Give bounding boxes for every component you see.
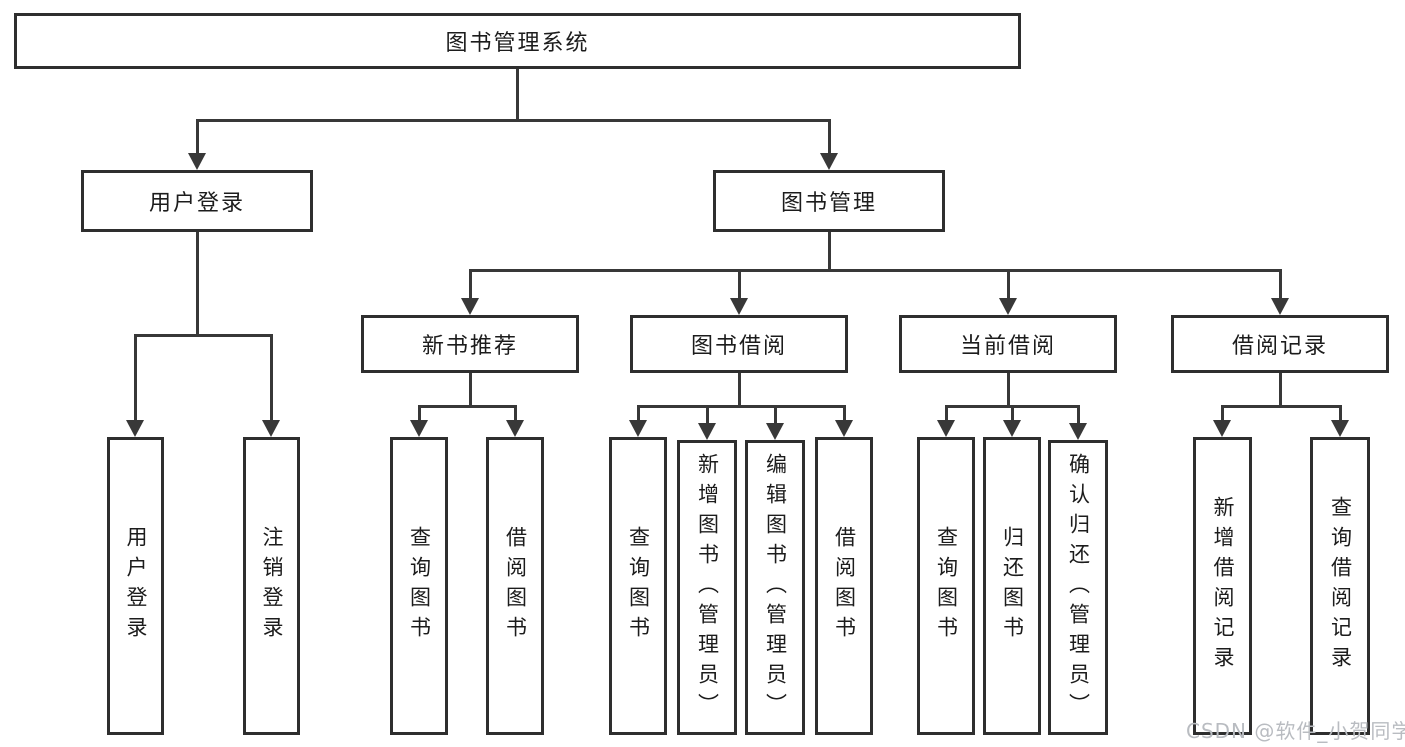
connector-borrow-records-stem (1279, 373, 1282, 406)
arrow-down-icon (629, 420, 647, 437)
leaf-query-books-current: 查询图书 (917, 437, 975, 735)
connector-current-borrow-stem (1007, 373, 1010, 406)
node-book-management: 图书管理 (713, 170, 945, 232)
arrow-down-icon (410, 420, 428, 437)
leaf-add-book-admin: 新增图书（管理员） (677, 440, 737, 735)
connector-new-book-stem (469, 373, 472, 406)
arrow-down-icon (126, 420, 144, 437)
connector-leaf-stem (1339, 405, 1342, 421)
leaf-logout: 注销登录 (243, 437, 300, 735)
connector-to-book-management (828, 119, 831, 155)
connector-leaf-stem (637, 405, 640, 421)
arrow-down-icon (1069, 423, 1087, 440)
connector-to-leaf-logout (270, 334, 273, 421)
connector-borrow-records-bar (1221, 405, 1341, 408)
arrow-down-icon (188, 153, 206, 170)
connector-to-book-borrow (738, 269, 741, 300)
connector-user-login-stem (196, 232, 199, 335)
connector-leaf-stem (514, 405, 517, 421)
connector-new-book-bar (419, 405, 516, 408)
connector-leaf-stem (945, 405, 948, 421)
node-borrow-records: 借阅记录 (1171, 315, 1389, 373)
connector-book-borrow-stem (738, 373, 741, 406)
node-new-book-recommend: 新书推荐 (361, 315, 579, 373)
connector-leaf-stem (706, 405, 709, 424)
connector-book-mgmt-bar (469, 269, 1282, 272)
connector-leaf-stem (1221, 405, 1224, 421)
arrow-down-icon (730, 298, 748, 315)
arrow-down-icon (1331, 420, 1349, 437)
connector-to-current-borrow (1007, 269, 1010, 300)
arrow-down-icon (820, 153, 838, 170)
arrow-down-icon (1213, 420, 1231, 437)
leaf-query-borrow-record: 查询借阅记录 (1310, 437, 1370, 735)
leaf-user-login: 用户登录 (107, 437, 164, 735)
connector-leaf-stem (774, 405, 777, 424)
arrow-down-icon (698, 423, 716, 440)
arrow-down-icon (461, 298, 479, 315)
connector-leaf-stem (418, 405, 421, 421)
arrow-down-icon (766, 423, 784, 440)
csdn-watermark: CSDN @软件_小贺同学 (1186, 719, 1405, 743)
connector-user-login-bar (134, 334, 273, 337)
leaf-edit-book-admin: 编辑图书（管理员） (745, 440, 805, 735)
node-book-borrowing: 图书借阅 (630, 315, 848, 373)
connector-leaf-stem (1077, 405, 1080, 424)
arrow-down-icon (1003, 420, 1021, 437)
leaf-borrow-books-recommend: 借阅图书 (486, 437, 544, 735)
leaf-add-borrow-record: 新增借阅记录 (1193, 437, 1252, 735)
leaf-query-books-recommend: 查询图书 (390, 437, 448, 735)
leaf-borrow-books-borrowing: 借阅图书 (815, 437, 873, 735)
connector-leaf-stem (843, 405, 846, 421)
node-root: 图书管理系统 (14, 13, 1021, 69)
arrow-down-icon (835, 420, 853, 437)
leaf-query-books-borrowing: 查询图书 (609, 437, 667, 735)
arrow-down-icon (262, 420, 280, 437)
connector-book-borrow-bar (638, 405, 845, 408)
connector-to-user-login (196, 119, 199, 155)
leaf-return-book: 归还图书 (983, 437, 1041, 735)
connector-to-new-book (469, 269, 472, 300)
connector-to-leaf-user-login (134, 334, 137, 421)
connector-root-stem (516, 69, 519, 120)
arrow-down-icon (506, 420, 524, 437)
node-current-borrowing: 当前借阅 (899, 315, 1117, 373)
connector-to-borrow-records (1279, 269, 1282, 300)
node-user-login: 用户登录 (81, 170, 313, 232)
arrow-down-icon (937, 420, 955, 437)
connector-book-mgmt-stem (828, 232, 831, 270)
leaf-confirm-return-admin: 确认归还（管理员） (1048, 440, 1108, 735)
connector-root-bar (196, 119, 831, 122)
arrow-down-icon (999, 298, 1017, 315)
arrow-down-icon (1271, 298, 1289, 315)
connector-leaf-stem (1011, 405, 1014, 421)
